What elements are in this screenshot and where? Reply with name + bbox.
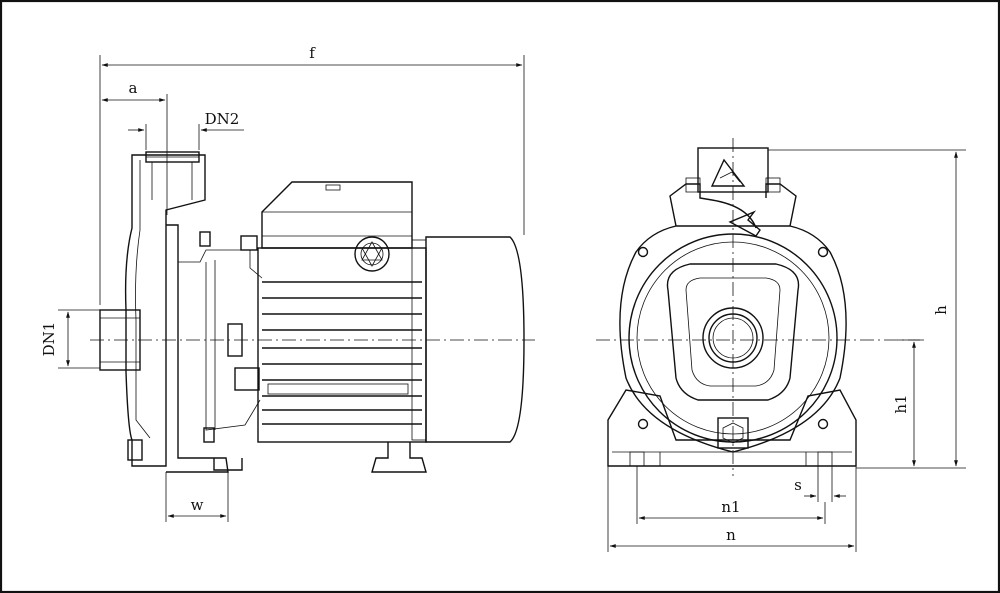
bolt-hole	[817, 418, 829, 430]
brand-logo-icon	[710, 158, 746, 187]
volute-ring-inner	[636, 241, 830, 435]
dim-label-dn1: DN1	[40, 322, 58, 357]
drain-plug	[717, 417, 749, 449]
inlet-port	[99, 309, 141, 371]
pump-foot	[166, 224, 229, 473]
outlet-flange	[697, 147, 769, 193]
dim-label-f: f	[309, 44, 316, 62]
bolt-hole	[637, 418, 649, 430]
inlet-hub	[702, 307, 764, 369]
mount-bolt	[234, 367, 260, 391]
casing-bolt	[127, 439, 143, 461]
dim-label-n: n	[726, 526, 736, 544]
pump-casing	[124, 154, 206, 467]
motor-body	[257, 247, 427, 443]
cable-gland-icon	[354, 236, 390, 272]
volute-ring-outer	[628, 233, 838, 443]
volute-casing	[619, 225, 847, 453]
dim-label-w: w	[191, 496, 204, 514]
terminal-box	[261, 181, 413, 249]
outlet-neck	[669, 183, 757, 229]
flow-direction-arrow-icon	[728, 210, 761, 237]
motor-foot	[371, 442, 427, 473]
dim-label-a: a	[129, 79, 138, 97]
dim-label-s: s	[794, 476, 802, 494]
pump-base	[607, 389, 857, 467]
casing-bolt	[203, 427, 215, 443]
dim-label-h1: h1	[892, 394, 910, 413]
shaft-seal	[227, 323, 243, 357]
cooling-fins	[262, 281, 422, 425]
bolt-hole	[637, 246, 649, 258]
dim-label-h: h	[932, 305, 950, 315]
casing-bolt	[199, 231, 211, 247]
dim-label-n1: n1	[721, 498, 740, 516]
front-view: h h1 s n1 n	[596, 138, 966, 552]
mount-bolt	[240, 235, 258, 251]
bracket	[666, 263, 800, 401]
side-view: f a DN2 DN1 w	[40, 44, 535, 522]
fan-cover	[425, 236, 525, 443]
bolt-hole	[817, 246, 829, 258]
dim-label-dn2: DN2	[205, 110, 240, 128]
